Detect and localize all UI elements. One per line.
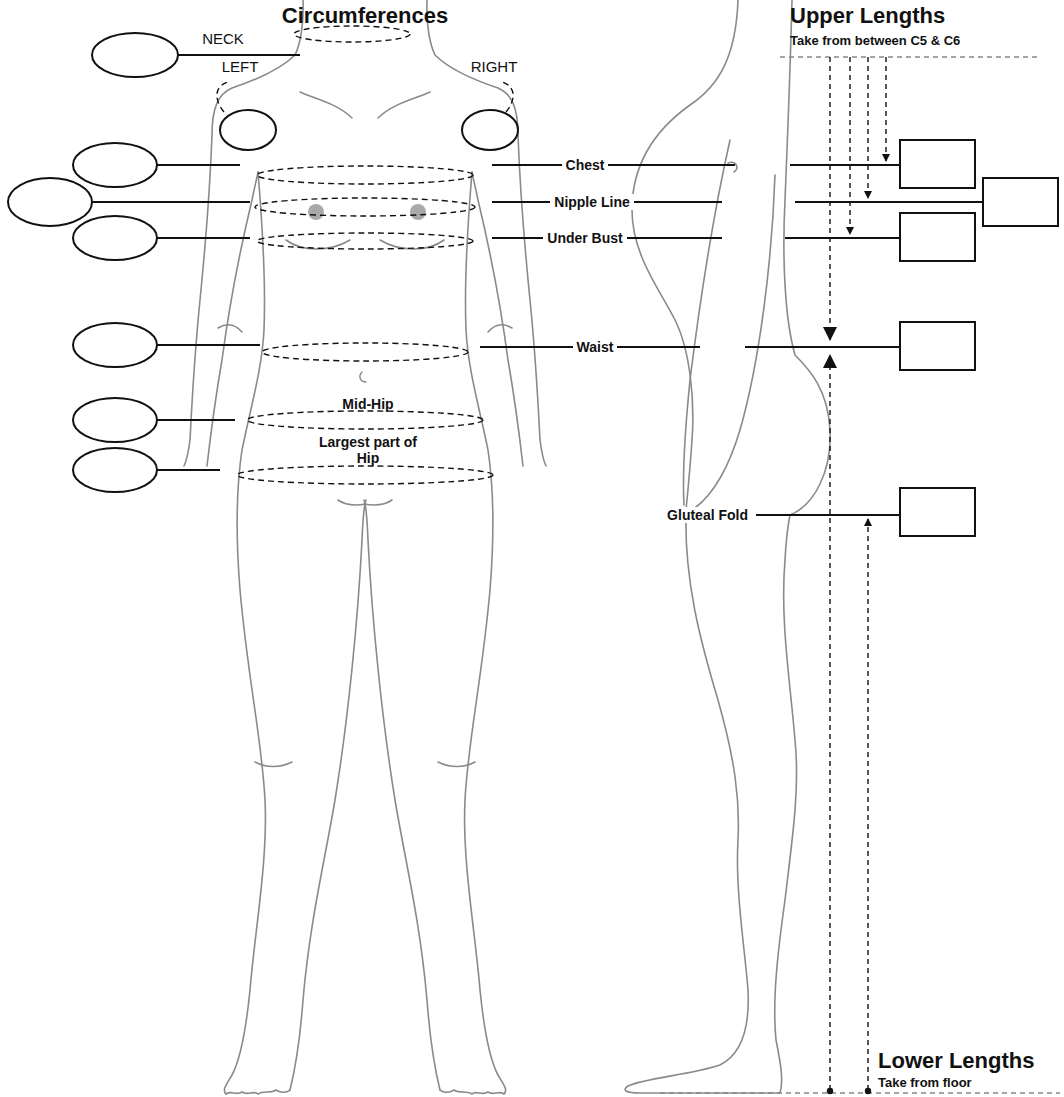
measure-label: Waist (573, 339, 618, 355)
circumference-loops (217, 26, 513, 484)
side-label: RIGHT (471, 58, 518, 75)
measure-label: Mid-Hip (342, 396, 393, 412)
section-heading: Lower Lengths (878, 1048, 1034, 1073)
section-note: Take from floor (878, 1076, 972, 1091)
section-heading: Upper Lengths (790, 3, 945, 28)
measure-label: Largest part of Hip (312, 434, 424, 466)
part-label: NECK (202, 30, 244, 47)
side-figure (625, 0, 830, 1093)
measure-label: Nipple Line (550, 194, 633, 210)
length-arrows (660, 57, 1060, 1094)
side-label: LEFT (222, 58, 259, 75)
entry-fields (8, 33, 1058, 536)
measure-label: Chest (562, 157, 609, 173)
leader-lines (92, 55, 983, 515)
measure-label: Under Bust (543, 230, 626, 246)
measure-label: Gluteal Fold (663, 507, 752, 523)
section-note: Take from between C5 & C6 (790, 34, 960, 49)
chart-title: Circumferences (282, 3, 448, 28)
